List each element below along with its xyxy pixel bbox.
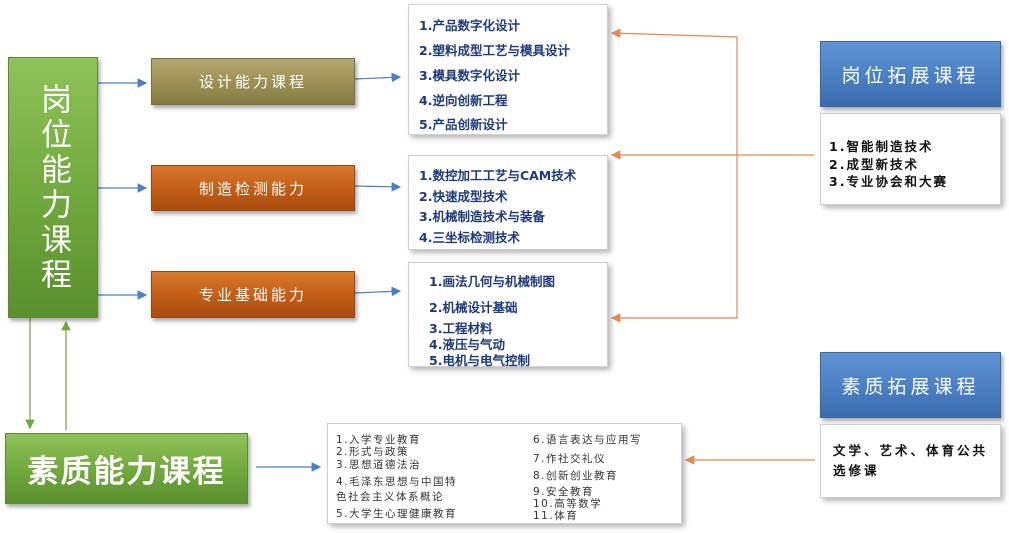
foundation-ability-box: 专业基础能力 — [151, 271, 355, 318]
list-item: 2.成型新技术 — [829, 157, 919, 172]
list-item: 9.安全教育 — [533, 486, 595, 498]
list-item: 10.高等数学 — [533, 498, 603, 510]
manufacturing-ability-box: 制造检测能力 — [151, 165, 355, 211]
job-ability-courses-block: 岗位能力课程 — [8, 57, 98, 318]
list-item: 3.思想道德法治 — [336, 459, 422, 471]
job-extension-list: 1.智能制造技术 2.成型新技术 3.专业协会和大赛 — [820, 113, 1001, 205]
list-item: 3.模具数字化设计 — [419, 68, 520, 83]
list-item: 1.画法几何与机械制图 — [429, 274, 555, 289]
job-extension-title: 岗位拓展课程 — [841, 64, 980, 87]
job-extension-header: 岗位拓展课程 — [820, 41, 1001, 107]
list-item: 5.大学生心理健康教育 — [336, 508, 458, 520]
design-ability-label: 设计能力课程 — [198, 73, 307, 91]
list-item: 8.创新创业教育 — [533, 470, 619, 482]
arrow-foundation-to-list — [354, 286, 402, 297]
list-item: 2.机械设计基础 — [429, 300, 518, 315]
manufacturing-course-list: 1.数控加工工艺与CAM技术 2.快速成型技术 3.机械制造技术与装备 4.三坐… — [408, 155, 608, 250]
list-item: 7.作社交礼仪 — [533, 453, 607, 465]
foundation-course-list: 1.画法几何与机械制图 2.机械设计基础 3.工程材料 4.液压与气动 5.电机… — [408, 262, 608, 368]
list-item: 4.毛泽东思想与中国特 — [336, 476, 458, 488]
manufacturing-ability-label: 制造检测能力 — [198, 179, 307, 198]
list-item: 1.产品数字化设计 — [419, 18, 520, 33]
quality-course-list: 1.入学专业教育 2.形式与政策 3.思想道德法治 4.毛泽东思想与中国特 色社… — [327, 423, 682, 524]
design-course-list: 1.产品数字化设计 2.塑料成型工艺与模具设计 3.模具数字化设计 4.逆向创新… — [408, 4, 608, 135]
list-item: 3.专业协会和大赛 — [829, 174, 948, 189]
arrow-design-to-list — [354, 72, 402, 83]
list-item: 5.产品创新设计 — [419, 117, 508, 132]
list-item: 3.机械制造技术与装备 — [419, 209, 545, 224]
list-item: 4.逆向创新工程 — [419, 93, 508, 108]
quality-ability-courses-block: 素质能力课程 — [5, 433, 248, 504]
arrow-manufacturing-to-list — [354, 182, 402, 192]
list-item: 2.快速成型技术 — [419, 189, 508, 204]
list-item: 色社会主义体系概论 — [336, 491, 444, 503]
list-item: 4.三坐标检测技术 — [419, 230, 520, 245]
list-item: 2.形式与政策 — [336, 446, 410, 458]
design-ability-box: 设计能力课程 — [151, 58, 355, 105]
job-ability-courses-title: 岗位能力课程 — [35, 82, 71, 293]
list-item: 4.液压与气动 — [429, 337, 505, 352]
list-item: 11.体育 — [533, 510, 579, 522]
arrow-job-ext-to-foundation — [610, 155, 738, 323]
quality-extension-header: 素质拓展课程 — [820, 352, 1001, 418]
list-item: 3.工程材料 — [429, 321, 493, 336]
list-item: 2.塑料成型工艺与模具设计 — [419, 43, 570, 58]
foundation-ability-label: 专业基础能力 — [198, 286, 307, 304]
quality-ability-courses-title: 素质能力课程 — [27, 454, 226, 490]
list-item: 1.入学专业教育 — [336, 434, 422, 446]
quality-extension-box: 文学、艺术、体育公共选修课 — [820, 424, 1001, 498]
list-item: 1.数控加工工艺与CAM技术 — [419, 168, 577, 183]
quality-extension-title: 素质拓展课程 — [841, 375, 980, 398]
list-item: 6.语言表达与应用写 — [533, 434, 643, 446]
list-item: 1.智能制造技术 — [829, 139, 934, 154]
quality-extension-text: 文学、艺术、体育公共选修课 — [833, 443, 989, 478]
list-item: 5.电机与电气控制 — [429, 353, 530, 368]
arrow-job-ext-bracket — [610, 28, 814, 156]
